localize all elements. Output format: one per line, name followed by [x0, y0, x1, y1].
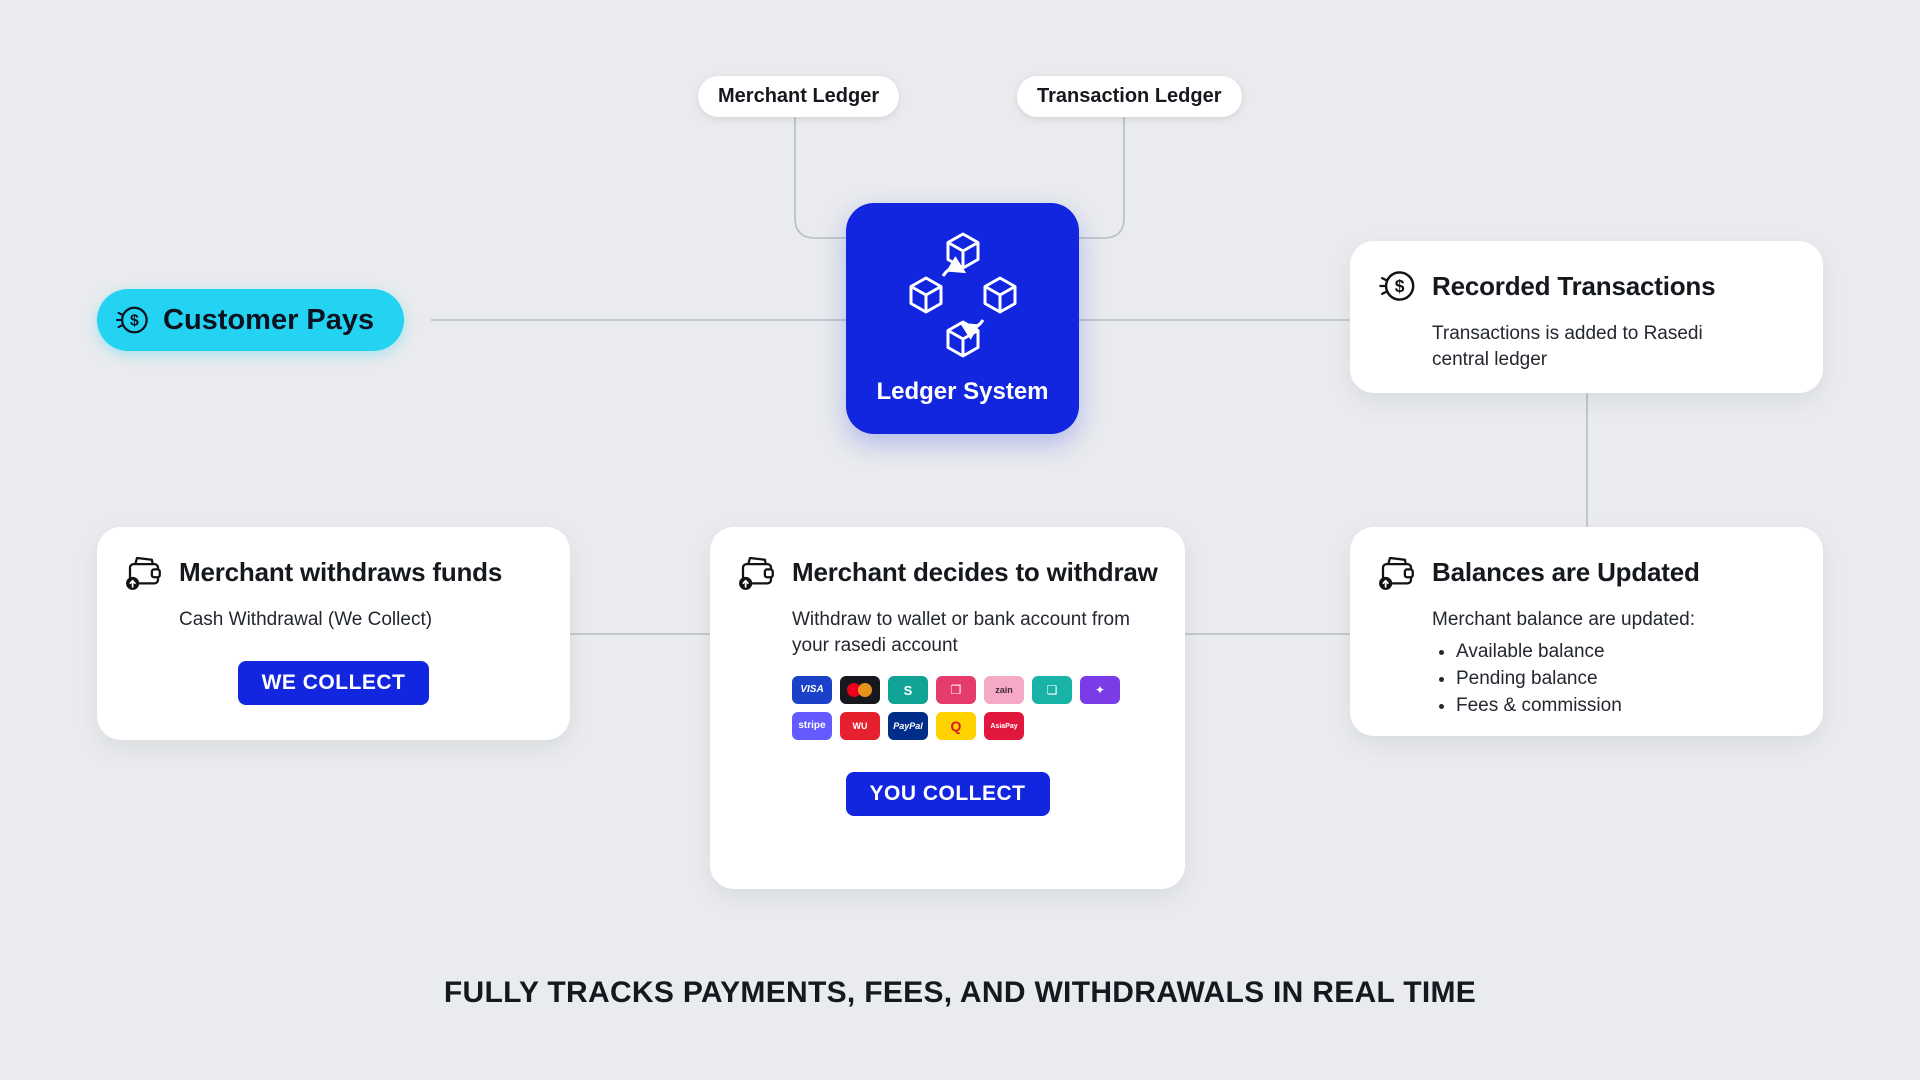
merchant-decides-card: Merchant decides to withdraw Withdraw to…	[710, 527, 1185, 889]
customer-pays-label: Customer Pays	[163, 303, 375, 336]
wallet-withdraw-icon	[1379, 556, 1414, 590]
payment-icon-zain: zain	[984, 676, 1024, 705]
card-body-text: Cash Withdrawal (We Collect)	[179, 609, 433, 630]
payment-methods-row2: stripe WU PayPal Q AsiaPay	[792, 712, 1159, 741]
ledger-system-label: Ledger System	[876, 377, 1049, 405]
you-collect-button[interactable]: YOU COLLECT	[845, 772, 1050, 817]
wallet-withdraw-icon	[126, 556, 161, 590]
merchant-withdraws-card: Merchant withdraws funds Cash Withdrawal…	[97, 527, 570, 740]
payment-icon-switch: S	[888, 676, 928, 705]
cubes-sync-icon	[909, 232, 1016, 357]
payment-methods: VISA S ❒ zain ❏ ✦ stripe WU PayPal Q AsiaPay	[792, 676, 1159, 741]
bullet-item: Pending balance	[1456, 666, 1797, 693]
we-collect-button[interactable]: WE COLLECT	[237, 660, 430, 705]
payment-icon-western-union: WU	[840, 712, 880, 741]
bullet-item: Fees & commission	[1456, 693, 1797, 720]
balances-updated-card: Balances are Updated Merchant balance ar…	[1350, 527, 1823, 736]
bullet-item: Available balance	[1456, 639, 1797, 666]
payment-methods-row1: VISA S ❒ zain ❏ ✦	[792, 676, 1159, 705]
card-title: Recorded Transactions	[1432, 270, 1716, 301]
svg-text:$: $	[1395, 276, 1405, 296]
card-body-text: Transactions is added to Rasedi central …	[1432, 323, 1703, 370]
wallet-withdraw-icon	[739, 556, 774, 590]
ledger-system-node: Ledger System	[846, 203, 1079, 434]
payment-icon-zaincash: ❒	[936, 676, 976, 705]
payment-icon-nass-wallet: ❏	[1032, 676, 1072, 705]
card-title: Merchant withdraws funds	[179, 556, 503, 587]
payment-icon-stripe: stripe	[792, 712, 832, 741]
payment-icon-asiapay: AsiaPay	[984, 712, 1024, 741]
payment-icon-superqi: ✦	[1080, 676, 1120, 705]
card-title: Merchant decides to withdraw	[792, 556, 1158, 587]
footer-headline: FULLY TRACKS PAYMENTS, FEES, AND WITHDRA…	[443, 976, 1477, 1009]
payment-icon-qi-card: Q	[936, 712, 976, 741]
balances-bullet-list: Available balance Pending balance Fees &…	[1456, 639, 1797, 720]
payment-icon-visa: VISA	[792, 676, 832, 705]
svg-text:$: $	[130, 313, 139, 330]
card-body-text: Merchant balance are updated:	[1432, 609, 1696, 630]
dollar-coin-icon: $	[115, 306, 148, 334]
payment-icon-mastercard	[840, 676, 880, 705]
transaction-ledger-text: Transaction Ledger	[1037, 85, 1222, 107]
card-title: Balances are Updated	[1432, 556, 1700, 587]
payment-icon-paypal: PayPal	[888, 712, 928, 741]
merchant-ledger-label: Merchant Ledger	[698, 76, 900, 117]
transaction-ledger-label: Transaction Ledger	[1017, 76, 1242, 117]
recorded-transactions-card: $ Recorded Transactions Transactions is …	[1350, 241, 1823, 393]
merchant-ledger-text: Merchant Ledger	[718, 85, 880, 107]
card-body-text: Withdraw to wallet or bank account from …	[792, 609, 1130, 656]
customer-pays-node: $ Customer Pays	[97, 289, 405, 351]
dollar-coin-icon: $	[1379, 271, 1415, 301]
